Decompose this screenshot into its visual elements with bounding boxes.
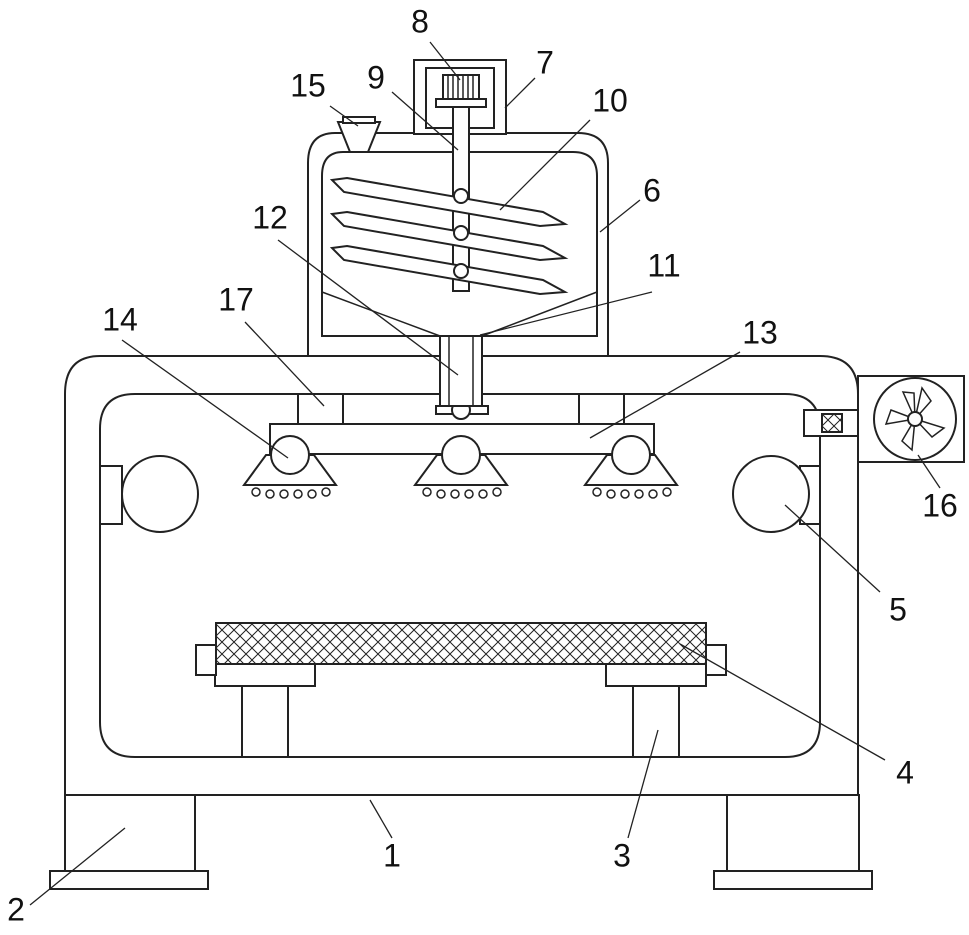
label-1: 1 xyxy=(383,837,401,873)
label-4: 4 xyxy=(896,754,914,790)
foot-right xyxy=(714,795,872,889)
label-11: 11 xyxy=(647,247,680,283)
label-3: 3 xyxy=(613,837,631,873)
label-12: 12 xyxy=(252,199,288,235)
main-housing xyxy=(65,356,858,795)
label-13: 13 xyxy=(742,314,778,350)
side-roller-left xyxy=(100,456,198,532)
label-16: 16 xyxy=(922,487,958,523)
label-9: 9 xyxy=(367,59,385,95)
label-8: 8 xyxy=(411,3,429,39)
air-outlet xyxy=(804,410,858,436)
label-15: 15 xyxy=(290,67,326,103)
label-14: 14 xyxy=(102,301,138,337)
label-2: 2 xyxy=(7,891,25,927)
motor xyxy=(436,75,486,107)
label-5: 5 xyxy=(889,591,907,627)
label-7: 7 xyxy=(536,44,554,80)
foot-left xyxy=(50,795,208,889)
label-6: 6 xyxy=(643,172,661,208)
fan xyxy=(858,376,964,462)
label-10: 10 xyxy=(592,82,628,118)
label-17: 17 xyxy=(218,281,254,317)
side-roller-right xyxy=(733,456,820,532)
discharge-pipe xyxy=(440,336,482,406)
